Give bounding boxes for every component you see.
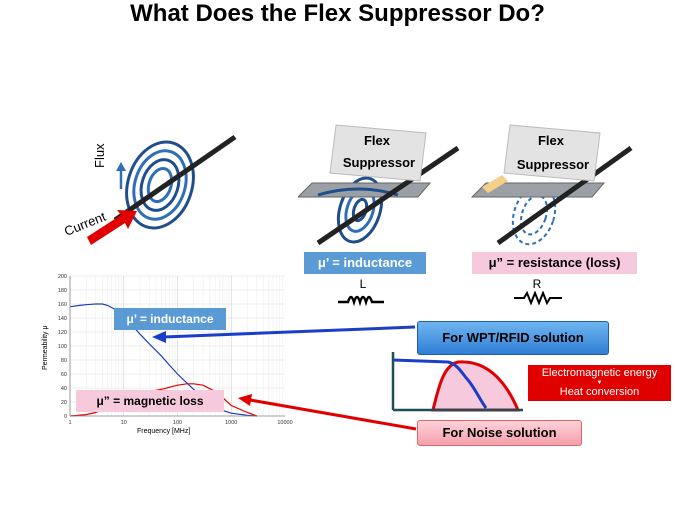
y-tick-label: 40: [61, 386, 67, 392]
conductor-wire: [113, 134, 237, 223]
panel1-illustration: [298, 124, 460, 246]
page-title: What Does the Flex Suppressor Do?: [130, 0, 545, 27]
panel2-card-line2: Suppressor: [516, 157, 590, 172]
resistor-letter: R: [532, 277, 542, 291]
y-tick-label: 160: [58, 302, 67, 308]
y-tick-label: 80: [61, 358, 67, 364]
x-tick-label: 1000: [225, 420, 237, 426]
x-tick-label: 10000: [277, 420, 292, 426]
x-tick-label: 1: [68, 420, 71, 426]
em-line2: Heat conversion: [559, 386, 640, 398]
y-tick-label: 180: [58, 288, 67, 294]
panel2-illustration: [470, 124, 633, 246]
wpt-rfid-callout: For WPT/RFID solution: [417, 321, 609, 355]
heat-conversion-box: Electromagnetic energy ▼ Heat conversion: [528, 365, 671, 401]
panel1-card-line2: Suppressor: [342, 155, 416, 170]
chart-loss-label: μ” = magnetic loss: [76, 390, 224, 412]
current-arrow: [87, 210, 137, 245]
noise-callout: For Noise solution: [417, 420, 582, 446]
resistor-icon: [514, 291, 562, 305]
y-tick-label: 200: [58, 274, 67, 280]
chart-xlabel: Frequency [MHz]: [137, 428, 191, 435]
panel2-card-line1: Flex: [537, 133, 564, 148]
flux-label: Flux: [92, 143, 107, 168]
down-arrow-icon: ▼: [596, 380, 603, 386]
chart-ylabel: Permeability μ: [42, 325, 49, 371]
flux-rings: [125, 140, 195, 230]
resistance-label: μ” = resistance (loss): [472, 252, 637, 274]
chart-inductance-label: μ’ = inductance: [114, 308, 226, 330]
inductance-label: μ’ = inductance: [304, 252, 426, 274]
inductor-letter: L: [359, 277, 367, 291]
y-tick-label: 0: [64, 414, 67, 420]
y-tick-label: 120: [58, 330, 67, 336]
x-tick-label: 10: [121, 420, 127, 426]
flex-card: [329, 124, 427, 182]
flex-card: [503, 124, 601, 182]
permeability-chart: 0 20 40 60 80 100 120 140 160 180 200 1 10 100 1000 100…: [40, 270, 300, 442]
x-tick-label: 100: [173, 420, 182, 426]
y-tick-label: 100: [58, 344, 67, 350]
coil-illustration: [87, 134, 237, 245]
y-tick-label: 140: [58, 316, 67, 322]
y-tick-label: 20: [61, 400, 67, 406]
panel1-card-line1: Flex: [363, 133, 390, 148]
inductor-icon: [338, 295, 384, 307]
em-line1: Electromagnetic energy: [541, 367, 658, 379]
mini-graph: [391, 352, 523, 412]
y-tick-label: 60: [61, 372, 67, 378]
